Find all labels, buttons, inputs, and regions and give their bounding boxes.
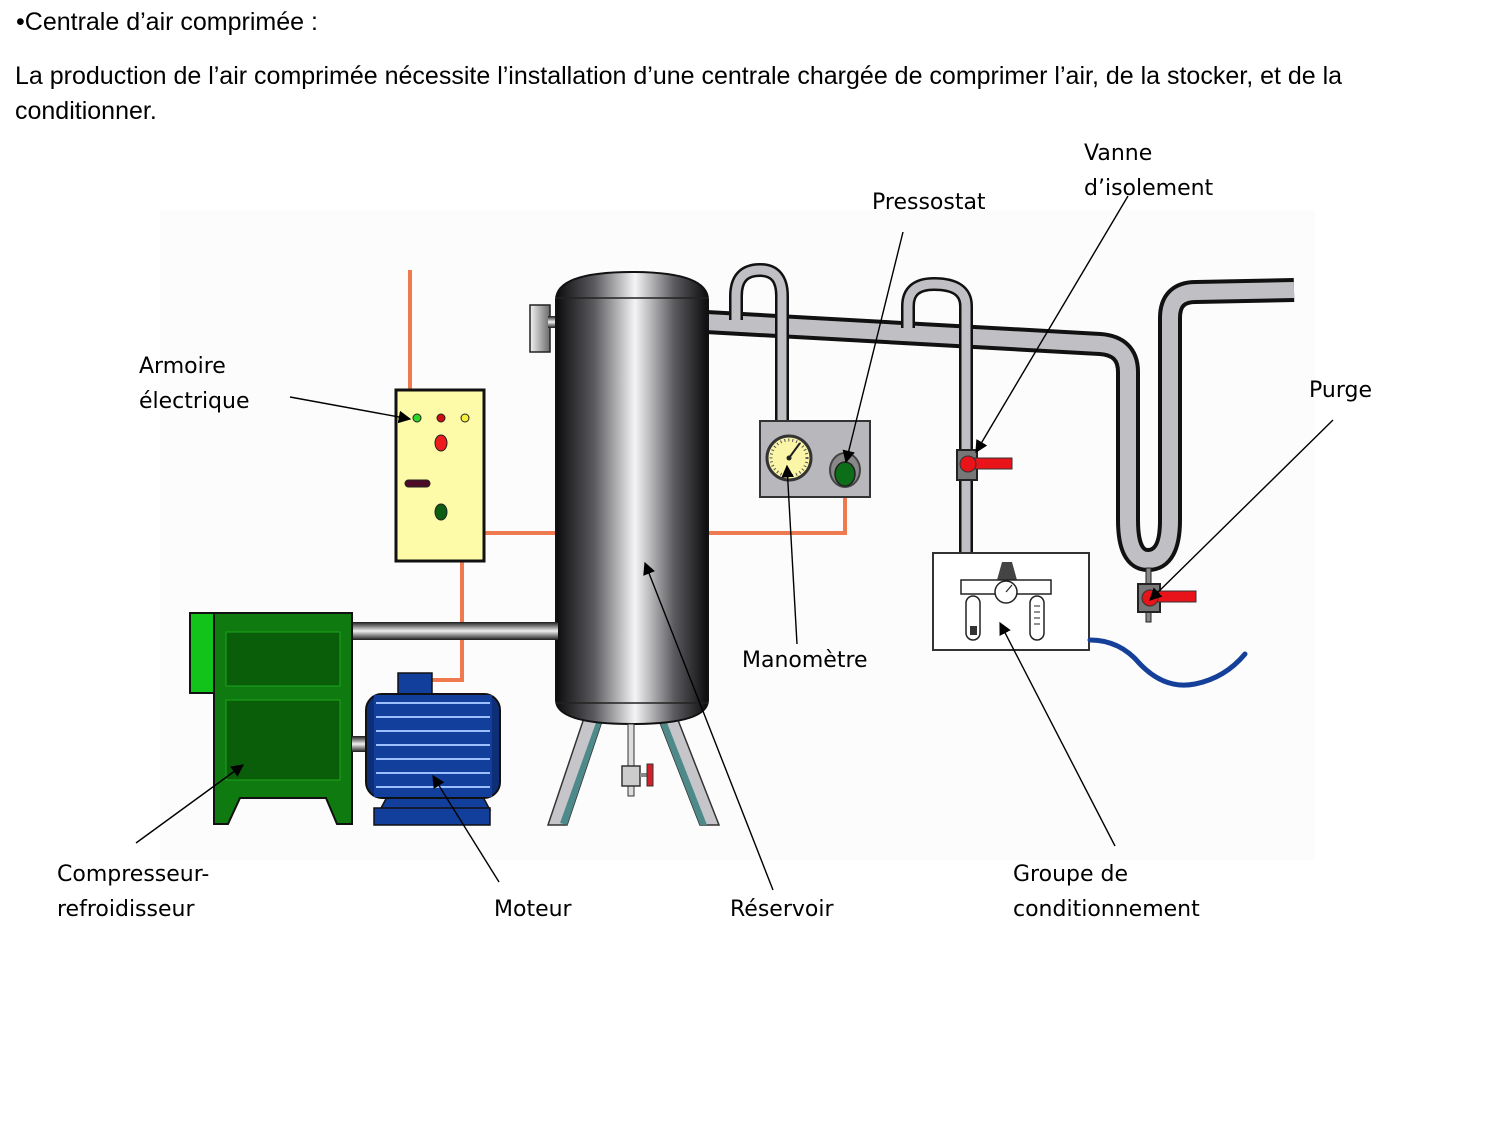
- stop-button-icon: [434, 434, 448, 452]
- label-groupe-2: conditionnement: [1013, 897, 1200, 922]
- leader-purge: [1149, 419, 1334, 601]
- label-purge: Purge: [1309, 378, 1372, 403]
- conditioning-unit: [932, 552, 1090, 651]
- main-pipe: [705, 278, 1295, 572]
- gauge-pipe: [729, 262, 789, 420]
- label-vanne: Vanne: [1084, 141, 1152, 166]
- yellow-indicator-light: [460, 413, 470, 423]
- label-reservoir: Réservoir: [730, 897, 834, 922]
- label-vanne-2: d’isolement: [1084, 176, 1214, 201]
- leader-armoire: [289, 396, 412, 424]
- component-labels: Armoire électrique Pressostat Vanne d’is…: [57, 141, 1372, 922]
- label-manometre: Manomètre: [742, 648, 868, 673]
- label-compresseur: Compresseur-: [57, 862, 209, 887]
- compressor-cooler: [189, 612, 353, 825]
- intro-paragraph: La production de l’air comprimée nécessi…: [15, 62, 1343, 125]
- air-hose: [1087, 637, 1248, 688]
- label-groupe: Groupe de: [1013, 862, 1128, 887]
- leader-compresseur: [135, 764, 245, 844]
- bullet: •: [16, 8, 25, 36]
- label-armoire-2: électrique: [139, 389, 250, 414]
- discharge-pipe: [352, 622, 558, 640]
- leader-vanne: [975, 195, 1129, 454]
- electric-wires: [408, 270, 847, 682]
- label-armoire: Armoire: [139, 354, 226, 379]
- electrical-cabinet: [394, 388, 486, 563]
- start-button-icon: [434, 503, 448, 521]
- heading-text: Centrale d’air comprimée :: [24, 8, 318, 36]
- conditioning-pipe: [901, 276, 973, 554]
- green-indicator-light: [412, 413, 422, 423]
- gauge-panel: [759, 420, 871, 498]
- leader-pressostat: [842, 231, 904, 464]
- label-compresseur-2: refroidisseur: [57, 897, 195, 922]
- air-tank: [529, 270, 721, 826]
- switch-icon: [404, 479, 431, 488]
- leader-moteur: [432, 774, 500, 883]
- leader-lines: [135, 195, 1334, 891]
- pressure-switch-icon: [834, 461, 856, 487]
- section-heading: •Centrale d’air comprimée :: [16, 6, 318, 38]
- label-pressostat: Pressostat: [872, 190, 986, 215]
- leader-manometre: [781, 464, 798, 645]
- red-indicator-light: [436, 413, 446, 423]
- leader-reservoir: [643, 561, 774, 891]
- isolation-valve: [956, 449, 1013, 481]
- leader-groupe: [999, 621, 1116, 847]
- label-moteur: Moteur: [494, 897, 573, 922]
